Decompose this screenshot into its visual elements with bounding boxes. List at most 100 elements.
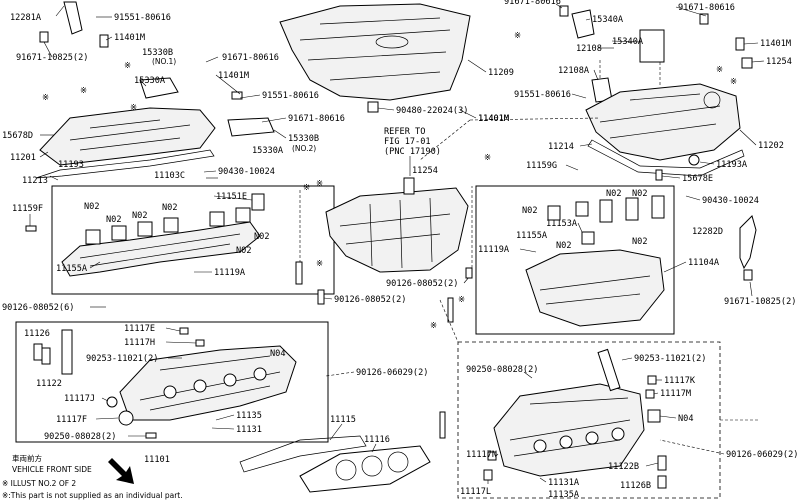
label-n02-2[interactable]: N02	[106, 215, 122, 225]
label-90126-08052-2a[interactable]: 90126-08052(2)	[334, 295, 406, 305]
label-91671-80616-d[interactable]: 91671-80616	[678, 3, 735, 13]
label-n02-9[interactable]: N02	[632, 189, 648, 199]
label-11214[interactable]: 11214	[548, 142, 574, 152]
label-11117k[interactable]: 11117K	[664, 376, 696, 386]
label-11209[interactable]: 11209	[488, 68, 514, 78]
footnote: ※:This part is not supplied as an indivi…	[2, 491, 183, 500]
label-91671-10825-b[interactable]: 91671-10825(2)	[724, 297, 796, 307]
label-90430-10024-a[interactable]: 90430-10024	[218, 167, 275, 177]
label-no1: (NO.1)	[152, 57, 176, 66]
label-11131a[interactable]: 11131A	[548, 478, 580, 488]
label-11254-a[interactable]: 11254	[412, 166, 438, 176]
label-11254-b[interactable]: 11254	[766, 57, 792, 67]
label-15330b-a[interactable]: 15330B	[142, 48, 173, 58]
plug-11117m	[645, 389, 655, 399]
label-11101[interactable]: 11101	[144, 455, 170, 465]
label-15340a-b[interactable]: 15340A	[612, 37, 644, 47]
label-90126-06029-b[interactable]: 90126-06029(2)	[726, 450, 798, 460]
label-90126-08052-2b[interactable]: 90126-08052(2)	[386, 279, 458, 289]
label-11193[interactable]: 11193	[58, 160, 84, 170]
label-90480-22024[interactable]: 90480-22024(3)	[396, 106, 468, 116]
label-91671-80616-c[interactable]: 91671-80616	[504, 0, 561, 7]
label-11119a-a[interactable]: 11119A	[214, 268, 246, 278]
label-n04-a[interactable]: N04	[270, 349, 286, 359]
label-90126-08052-6[interactable]: 90126-08052(6)	[2, 303, 74, 313]
label-15678e[interactable]: 15678E	[682, 174, 713, 184]
tube-11254-b	[741, 57, 753, 69]
label-91551-80616-a[interactable]: 91551-80616	[114, 13, 171, 23]
label-11117j[interactable]: 11117J	[64, 394, 95, 404]
label-11131[interactable]: 11131	[236, 425, 262, 435]
label-90430-10024-b[interactable]: 90430-10024	[702, 196, 759, 206]
label-11117e[interactable]: 11117E	[124, 324, 155, 334]
star-5: ※	[303, 183, 310, 193]
label-n02-8[interactable]: N02	[606, 189, 622, 199]
label-11117l[interactable]: 11117L	[460, 487, 491, 497]
label-11126b[interactable]: 11126B	[620, 481, 651, 491]
label-11117n[interactable]: 11117N	[466, 450, 497, 460]
label-90126-06029-a[interactable]: 90126-06029(2)	[356, 368, 428, 378]
label-n02-11[interactable]: N02	[556, 241, 572, 251]
label-15330a-b[interactable]: 15330A	[252, 146, 284, 156]
label-11117h[interactable]: 11117H	[124, 338, 155, 348]
label-90253-11021-b[interactable]: 90253-11021(2)	[634, 354, 706, 364]
label-11153a[interactable]: 11153A	[546, 219, 578, 229]
label-11401m-e[interactable]: 11401M	[478, 114, 509, 124]
label-91671-80616-b[interactable]: 91671-80616	[288, 114, 345, 124]
label-90250-08028-b[interactable]: 90250-08028(2)	[466, 365, 538, 375]
label-91671-10825-a[interactable]: 91671-10825(2)	[16, 53, 88, 63]
label-15330a-a[interactable]: 15330A	[134, 76, 166, 86]
label-11117f[interactable]: 11117F	[56, 415, 87, 425]
label-n04-b[interactable]: N04	[678, 414, 694, 424]
plug-n04	[647, 409, 661, 423]
label-11213[interactable]: 11213	[22, 176, 48, 186]
label-11401m-a[interactable]: 11401M	[114, 33, 145, 43]
label-11155a-a[interactable]: 11155A	[56, 264, 88, 274]
label-11159f[interactable]: 11159F	[12, 204, 43, 214]
refer-note-1: REFER TO	[384, 127, 425, 137]
label-11159g[interactable]: 11159G	[526, 161, 557, 171]
seal-11193a	[688, 154, 700, 166]
label-n02-10[interactable]: N02	[632, 237, 648, 247]
label-12108a[interactable]: 12108A	[558, 66, 590, 76]
label-12282d[interactable]: 12282D	[692, 227, 723, 237]
label-11135a[interactable]: 11135A	[548, 490, 580, 500]
label-11401m-c[interactable]: 11401M	[478, 114, 509, 124]
label-11401m-b[interactable]: 11401M	[218, 71, 249, 81]
label-n02-3[interactable]: N02	[132, 211, 148, 221]
label-n02-4[interactable]: N02	[162, 203, 178, 213]
cover-ribs	[69, 119, 191, 151]
label-n02-1[interactable]: N02	[84, 202, 100, 212]
label-11115[interactable]: 11115	[330, 415, 356, 425]
label-11103c[interactable]: 11103C	[154, 171, 185, 181]
label-11104a[interactable]: 11104A	[688, 258, 720, 268]
label-90253-11021-a[interactable]: 90253-11021(2)	[86, 354, 158, 364]
label-11126[interactable]: 11126	[24, 329, 50, 339]
label-91671-80616-a[interactable]: 91671-80616	[222, 53, 279, 63]
label-11119a-b[interactable]: 11119A	[478, 245, 510, 255]
label-12281a[interactable]: 12281A	[10, 13, 42, 23]
label-11122[interactable]: 11122	[36, 379, 62, 389]
label-11116[interactable]: 11116	[364, 435, 390, 445]
label-11135[interactable]: 11135	[236, 411, 262, 421]
label-12108[interactable]: 12108	[576, 44, 602, 54]
label-11122b[interactable]: 11122B	[608, 462, 639, 472]
star-12: ※	[730, 77, 737, 87]
label-11117m[interactable]: 11117M	[660, 389, 691, 399]
label-11401m-d[interactable]: 11401M	[760, 39, 791, 49]
label-15340a-a[interactable]: 15340A	[592, 15, 624, 25]
label-91551-80616-b[interactable]: 91551-80616	[262, 91, 319, 101]
label-n02-7[interactable]: N02	[522, 206, 538, 216]
label-11202[interactable]: 11202	[758, 141, 784, 151]
label-n02-6[interactable]: N02	[254, 232, 270, 242]
label-11151e[interactable]: 11151E	[216, 192, 247, 202]
label-11201[interactable]: 11201	[10, 153, 36, 163]
label-11155a-b[interactable]: 11155A	[516, 231, 548, 241]
label-91551-80616-c[interactable]: 91551-80616	[514, 90, 571, 100]
label-90250-08028-a[interactable]: 90250-08028(2)	[44, 432, 116, 442]
star-9: ※	[458, 295, 465, 305]
label-15330b-b[interactable]: 15330B	[288, 134, 319, 144]
label-11193a[interactable]: 11193A	[716, 160, 748, 170]
label-15678d[interactable]: 15678D	[2, 131, 33, 141]
label-n02-5[interactable]: N02	[236, 246, 252, 256]
